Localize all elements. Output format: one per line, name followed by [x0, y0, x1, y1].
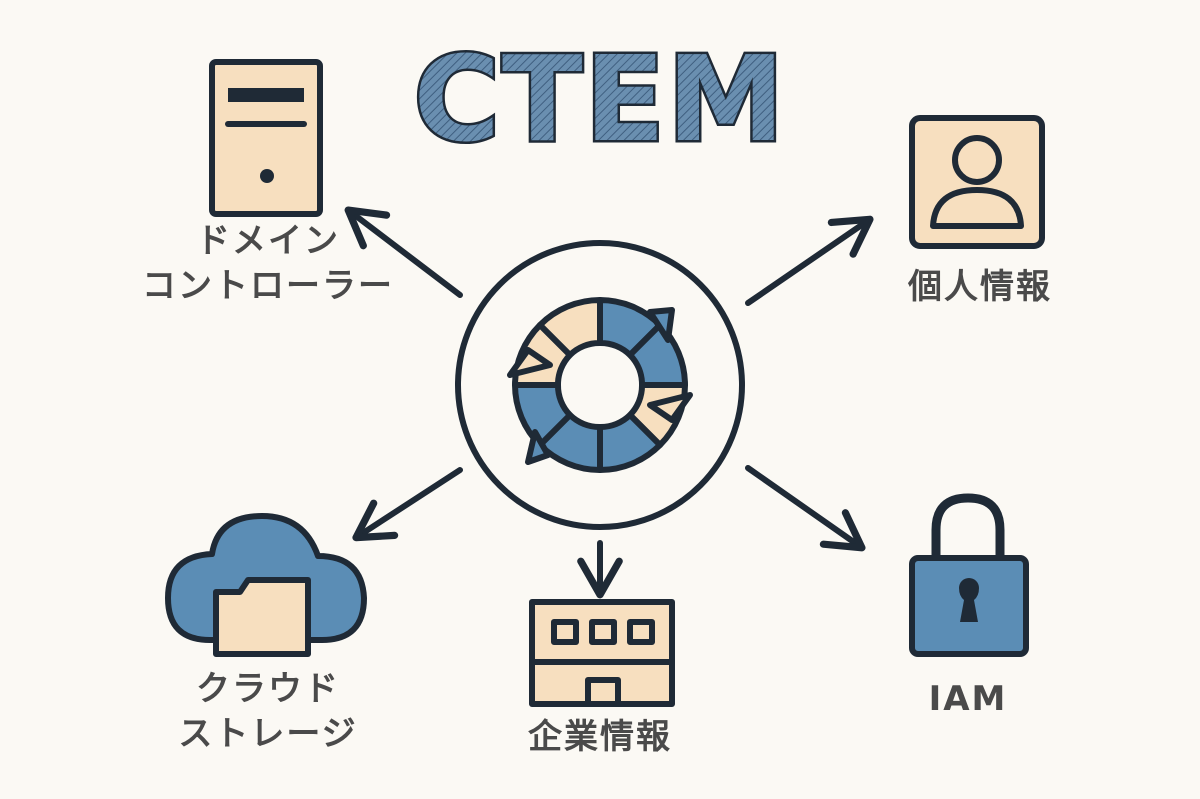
cloud-storage-label-line1: クラウド [196, 669, 340, 709]
corporate-info-label: 企業情報 [528, 717, 672, 757]
cycle-arrows-icon [507, 297, 693, 473]
server-icon [209, 59, 323, 217]
arrow-to-personal-info [745, 215, 874, 306]
arrow-to-domain-controller [344, 206, 463, 298]
corporate-info-node: 企業情報 [528, 599, 675, 757]
domain-controller-label-line2: コントローラー [142, 266, 394, 306]
lock-icon [909, 493, 1029, 657]
iam-label: IAM [929, 679, 1008, 719]
arrow-to-iam [745, 465, 866, 552]
cloud-storage-label-line2: ストレージ [178, 714, 357, 754]
domain-controller-label-line1: ドメイン [196, 221, 340, 261]
user-icon [909, 115, 1045, 249]
ctem-cycle-hub [455, 240, 745, 530]
personal-info-label: 個人情報 [907, 267, 1052, 307]
arrow-to-cloud-storage [352, 467, 463, 542]
iam-node: IAM [909, 493, 1029, 719]
cloud-folder-icon [165, 513, 367, 657]
building-icon [529, 599, 675, 707]
cloud-storage-node: クラウド ストレージ [165, 513, 367, 754]
hub-circle [455, 240, 745, 530]
personal-info-node: 個人情報 [907, 115, 1052, 307]
domain-controller-node: ドメイン コントローラー [142, 59, 394, 306]
diagram-title: CTEM [413, 30, 786, 168]
